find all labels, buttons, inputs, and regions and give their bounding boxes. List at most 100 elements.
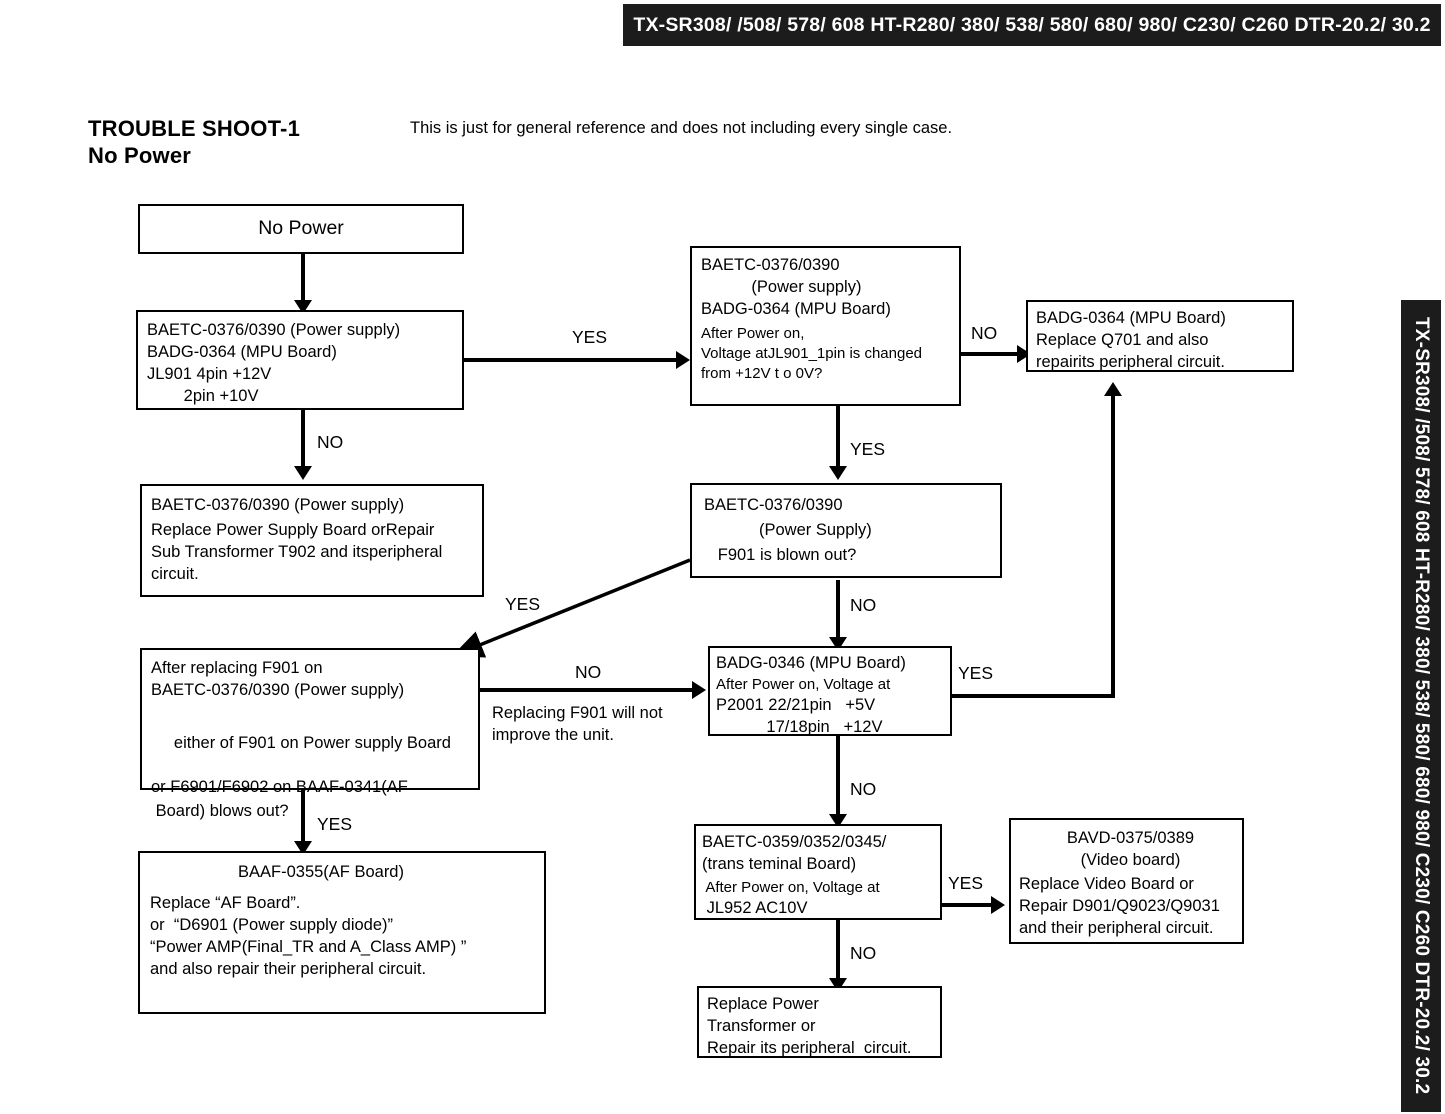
box-after-replacing-f901-line3b: Power supply Board	[303, 733, 451, 752]
header-model-text: TX-SR308/ /508/ 578/ 608 HT-R280/ 380/ 5…	[633, 13, 1431, 36]
box-replace-q701-line1: BADG-0364 (MPU Board)	[1036, 309, 1226, 327]
connector-1pin-yes	[836, 406, 840, 470]
box-replace-transformer-line1: Replace Power	[707, 995, 819, 1013]
sidebar-model-bar: TX-SR308/ /508/ 578/ 608 HT-R280/ 380/ 5…	[1401, 300, 1441, 1112]
box-replace-af-board-line3: or “D6901 (Power supply diode)”	[150, 915, 394, 934]
box-after-replacing-f901-line1: After replacing F901 on	[151, 659, 323, 677]
connector-f901-no	[836, 580, 840, 642]
box-after-replacing-f901-line4: or F6901/F6902 on BAAF-0341(AF	[151, 777, 408, 796]
box-no-power-label: No Power	[258, 217, 344, 239]
box-f901-blown-line2: (Power Supply)	[704, 520, 872, 539]
box-check-p2001-line1: BADG-0346 (MPU Board)	[716, 654, 906, 672]
connector-p2001-no	[836, 736, 840, 818]
connector-p2001-yes-vertical	[1111, 394, 1115, 696]
arrowhead-afterf901-no	[692, 681, 706, 699]
box-replace-power-supply-line2: Replace Power Supply Board orRepair	[151, 520, 435, 539]
box-check-jl952-line1: BAETC-0359/0352/0345/	[702, 833, 887, 851]
box-check-jl952[interactable]: BAETC-0359/0352/0345/ (trans teminal Boa…	[694, 824, 942, 920]
box-replace-video-board-line1: BAVD-0375/0389	[1066, 829, 1195, 847]
box-check-jl901-line1: BAETC-0376/0390 (Power supply)	[147, 321, 401, 339]
box-check-jl952-line2: (trans teminal Board)	[702, 854, 857, 873]
label-no-1: NO	[317, 432, 344, 452]
box-check-jl901-line3: JL901 4pin +12V	[147, 364, 272, 383]
page-title-line1: TROUBLE SHOOT-1	[88, 116, 301, 141]
box-replace-q701[interactable]: BADG-0364 (MPU Board) Replace Q701 and a…	[1026, 300, 1294, 372]
box-replace-transformer-line3: Repair its peripheral circuit.	[707, 1038, 912, 1057]
box-replace-video-board-line4: Repair D901/Q9023/Q9031	[1019, 896, 1220, 915]
connector-start-to-jl901	[301, 254, 305, 308]
box-check-p2001-line4: 17/18pin +12V	[716, 717, 883, 736]
arrowhead-jl952-yes	[991, 896, 1005, 914]
label-no-3: NO	[850, 595, 877, 615]
box-check-p2001[interactable]: BADG-0346 (MPU Board) After Power on, Vo…	[708, 646, 952, 736]
box-after-replacing-f901-line3a: either of F901 on	[169, 733, 304, 752]
arrowhead-1pin-yes	[829, 466, 847, 480]
label-yes-4: YES	[317, 814, 353, 834]
label-yes-2: YES	[850, 439, 886, 459]
box-replace-af-board-line2: Replace “AF Board”.	[150, 893, 301, 912]
header-model-bar: TX-SR308/ /508/ 578/ 608 HT-R280/ 380/ 5…	[623, 4, 1441, 46]
box-after-replacing-f901[interactable]: After replacing F901 on BAETC-0376/0390 …	[140, 648, 480, 820]
label-no-5: NO	[850, 779, 877, 799]
box-check-jl901-1pin-line6: from +12V t o 0V?	[701, 364, 823, 382]
box-check-jl901[interactable]: BAETC-0376/0390 (Power supply) BADG-0364…	[136, 310, 464, 410]
label-yes-3: YES	[958, 663, 994, 683]
box-replace-af-board-line5: and also repair their peripheral circuit…	[150, 959, 427, 978]
box-replace-power-supply[interactable]: BAETC-0376/0390 (Power supply) Replace P…	[140, 484, 484, 597]
connector-jl901-no	[301, 410, 305, 472]
box-replace-video-board-line5: and their peripheral circuit.	[1019, 918, 1214, 937]
box-check-jl901-1pin-line4: After Power on,	[701, 324, 805, 342]
box-replace-video-board-line2: (Video board)	[1080, 850, 1181, 869]
box-replace-power-supply-line3: Sub Transformer T902 and itsperipheral	[151, 542, 443, 561]
label-yes-6: YES	[505, 594, 541, 614]
box-replace-transformer-line2: Transformer or	[707, 1016, 816, 1035]
box-f901-blown[interactable]: BAETC-0376/0390 (Power Supply) F901 is b…	[690, 483, 1002, 578]
box-after-replacing-f901-line3: either of F901 on Power supply Board	[151, 711, 478, 777]
box-replace-power-supply-line1: BAETC-0376/0390 (Power supply)	[151, 496, 405, 514]
box-replace-af-board-line1: BAAF-0355(AF Board)	[238, 863, 404, 881]
box-replace-q701-line2: Replace Q701 and also	[1036, 330, 1209, 349]
connector-p2001-yes-horizontal	[952, 694, 1115, 698]
arrowhead-jl901-yes	[676, 351, 690, 369]
box-replace-af-board[interactable]: BAAF-0355(AF Board) Replace “AF Board”. …	[138, 851, 546, 1014]
arrowhead-p2001-yes	[1104, 382, 1122, 396]
box-f901-blown-line3: F901 is blown out?	[704, 545, 857, 564]
label-yes-1: YES	[572, 327, 608, 347]
box-check-jl952-line3: After Power on, Voltage at	[702, 878, 880, 896]
box-check-jl901-1pin-line2: (Power supply)	[701, 277, 862, 296]
note-replacing-f901-line2: improve the unit.	[492, 726, 614, 744]
box-check-p2001-line2: After Power on, Voltage at	[716, 675, 891, 693]
box-after-replacing-f901-line2: BAETC-0376/0390 (Power supply)	[151, 680, 405, 699]
page-subtitle: This is just for general reference and d…	[410, 119, 953, 137]
connector-jl901-yes	[464, 358, 679, 362]
connector-afterf901-no	[480, 688, 695, 692]
box-check-jl901-1pin-line5: Voltage atJL901_1pin is changed	[701, 344, 923, 362]
connector-1pin-no	[961, 352, 1025, 356]
box-check-p2001-line3: P2001 22/21pin +5V	[716, 695, 876, 714]
connector-f901-yes-diagonal	[451, 558, 691, 658]
box-replace-video-board[interactable]: BAVD-0375/0389 (Video board) Replace Vid…	[1009, 818, 1244, 944]
box-check-jl901-line2: BADG-0364 (MPU Board)	[147, 342, 337, 361]
box-replace-power-supply-line4: circuit.	[151, 564, 199, 583]
label-no-6: NO	[850, 943, 877, 963]
connector-jl952-yes	[942, 903, 997, 907]
label-yes-5: YES	[948, 873, 984, 893]
box-after-replacing-f901-line5: Board) blows out?	[151, 801, 289, 820]
box-no-power[interactable]: No Power	[138, 204, 464, 254]
box-replace-video-board-line3: Replace Video Board or	[1019, 874, 1194, 893]
box-replace-transformer[interactable]: Replace Power Transformer or Repair its …	[697, 986, 942, 1058]
box-replace-q701-line3: repairits peripheral circuit.	[1036, 352, 1225, 371]
label-no-4: NO	[575, 662, 602, 682]
box-check-jl901-line4: 2pin +10V	[147, 386, 259, 405]
arrowhead-jl901-no	[294, 466, 312, 480]
label-no-2: NO	[971, 323, 998, 343]
box-check-jl901-1pin[interactable]: BAETC-0376/0390 (Power supply) BADG-0364…	[690, 246, 961, 406]
box-f901-blown-line1: BAETC-0376/0390	[704, 496, 843, 514]
box-check-jl901-1pin-line3: BADG-0364 (MPU Board)	[701, 299, 891, 318]
box-check-jl901-1pin-line1: BAETC-0376/0390	[701, 256, 840, 274]
connector-jl952-no	[836, 920, 840, 984]
connector-afterf901-yes	[301, 790, 305, 848]
page-title-line2: No Power	[88, 143, 192, 168]
sidebar-model-text: TX-SR308/ /508/ 578/ 608 HT-R280/ 380/ 5…	[1411, 317, 1432, 1095]
box-check-jl952-line4: JL952 AC10V	[702, 898, 808, 917]
